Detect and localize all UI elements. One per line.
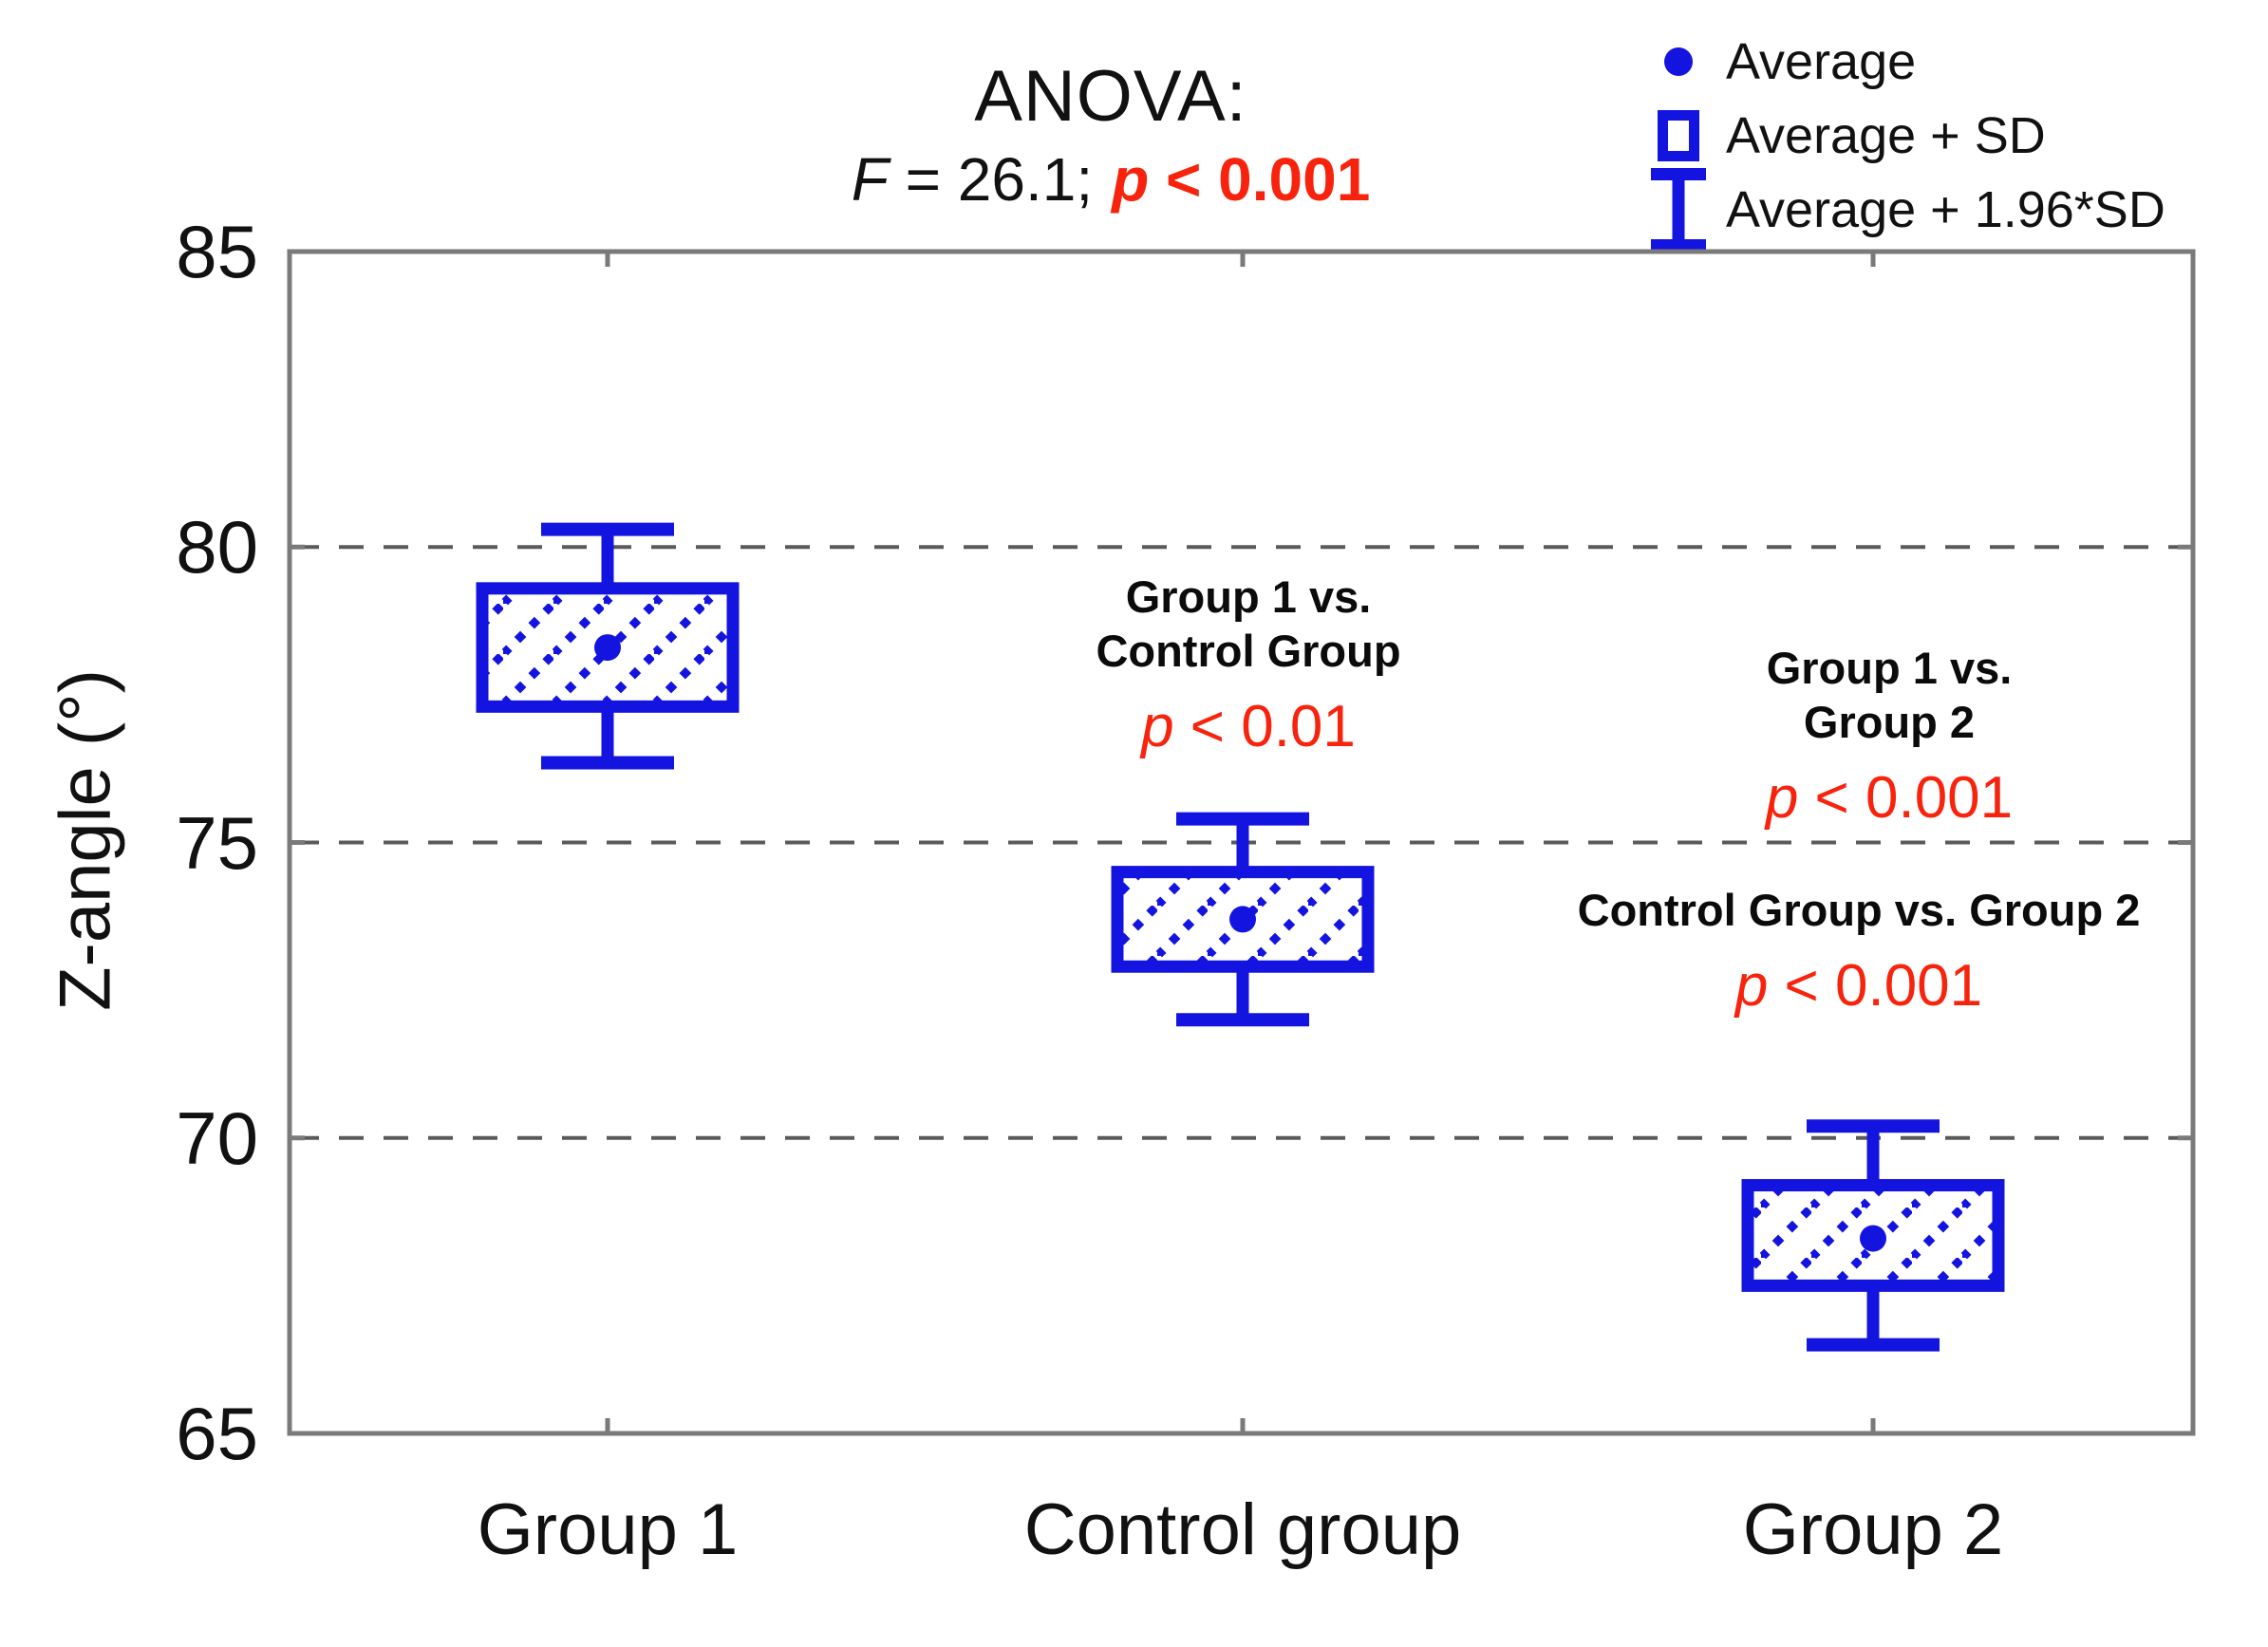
legend-item-average-196sd: Average + 1.96*SD — [1631, 168, 2165, 252]
sd-box-icon — [1658, 110, 1699, 161]
comparison-label: Group 1 vs. — [1766, 643, 2013, 693]
legend-label: Average + 1.96*SD — [1726, 181, 2165, 238]
comparison-label: Control Group vs. Group 2 — [1577, 885, 2141, 935]
x-axis-label-group-1: Group 1 — [477, 1489, 739, 1570]
average-dot-icon — [1664, 47, 1693, 76]
legend-label: Average — [1726, 33, 1917, 90]
p-value-text: p < 0.01 — [1141, 694, 1356, 759]
box-whisker-group-1 — [476, 522, 740, 770]
significance-annotation-1: Group 1 vs.Control Group p < 0.01 — [1096, 570, 1400, 761]
y-tick-label-65: 65 — [176, 1392, 258, 1475]
legend: Average Average + SD Average + 1.96*SD — [1631, 25, 2165, 252]
y-tick-label-75: 75 — [176, 800, 258, 885]
legend-item-average: Average — [1631, 25, 2165, 99]
significance-annotation-3: Control Group vs. Group 2 p < 0.001 — [1578, 883, 2141, 1020]
f-statistic-value: = 26.1; — [888, 145, 1094, 214]
legend-label: Average + SD — [1726, 107, 2046, 164]
y-tick-label-70: 70 — [176, 1095, 258, 1180]
x-axis-label-group-2: Group 2 — [1742, 1489, 2004, 1570]
anova-p-value: p < 0.001 — [1112, 145, 1371, 214]
y-tick-label-80: 80 — [176, 505, 258, 590]
comparison-label: Control Group — [1096, 626, 1401, 676]
y-tick-label-85: 85 — [176, 210, 258, 293]
significance-annotation-2: Group 1 vs.Group 2 p < 0.001 — [1766, 641, 2013, 833]
anova-statistics-line: F = 26.1; p < 0.001 — [852, 144, 1371, 215]
comparison-label: Group 2 — [1803, 697, 1976, 747]
f-statistic-symbol: F — [851, 145, 889, 214]
chart-title: ANOVA: — [974, 56, 1247, 137]
box-whisker-control-group — [1111, 812, 1375, 1027]
p-value-text: p < 0.001 — [1734, 953, 1983, 1019]
whisker-icon — [1651, 168, 1706, 252]
x-axis-label-control-group: Control group — [1023, 1489, 1462, 1570]
average-dot — [594, 634, 621, 662]
comparison-label: Group 1 vs. — [1125, 571, 1372, 622]
legend-item-average-sd: Average + SD — [1631, 99, 2165, 173]
box-whisker-group-2 — [1741, 1119, 2005, 1352]
average-dot — [1229, 906, 1256, 933]
average-dot — [1860, 1225, 1886, 1252]
p-value-text: p < 0.001 — [1765, 765, 2014, 831]
